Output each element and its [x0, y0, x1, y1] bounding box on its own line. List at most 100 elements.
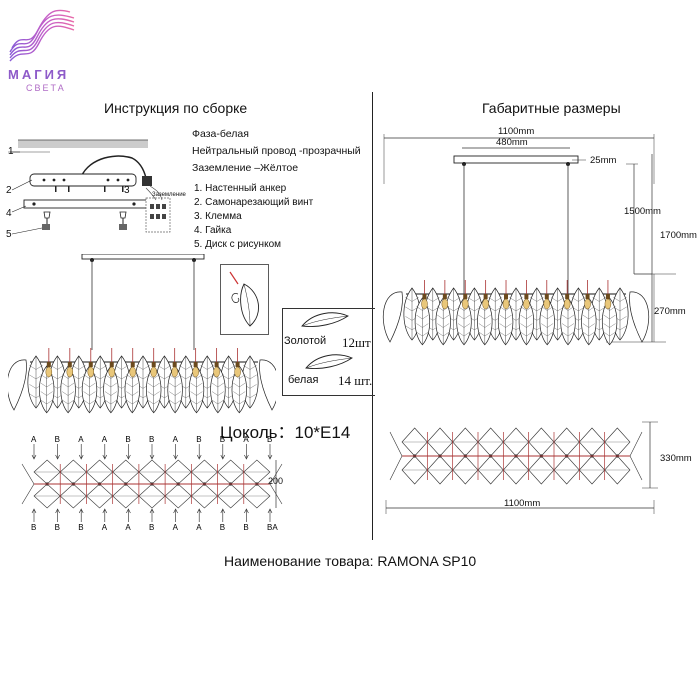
leaf-type-label-bottom: B: [55, 523, 60, 532]
end-leaf: [629, 291, 650, 343]
crystal-leaves: [8, 355, 276, 414]
leaf-type-label-bottom: A: [196, 523, 202, 532]
top-view-width: 200: [268, 476, 284, 486]
brand-logo: МАГИЯ СВЕТА: [4, 4, 80, 94]
crystal-leaf: [124, 365, 140, 414]
bulb-icon: [45, 362, 53, 378]
leaf-type-label-top: B: [196, 435, 201, 444]
product-name: Наименование товара: RAMONA SP10: [224, 553, 477, 569]
parts-item: 5. Диск с рисунком: [194, 239, 282, 250]
end-leaf: [382, 291, 403, 343]
bulbs: [421, 280, 612, 310]
leaf-type-label-top: A: [78, 435, 84, 444]
crystal-leaf: [581, 297, 597, 346]
leaf-type-label-top: B: [220, 435, 225, 444]
wire-ground-label: Заземление –Жёлтое: [192, 162, 299, 174]
white-leaf-icon: [305, 354, 353, 369]
dim-cable: 1500mm: [624, 206, 661, 217]
dim-canopy: 25mm: [590, 155, 617, 166]
bulb-icon: [502, 294, 510, 310]
leaf-type-label-top: A: [31, 435, 37, 444]
crystal-leaf: [81, 365, 98, 414]
leaf-type-label-top: A: [173, 435, 179, 444]
bulb-icon: [461, 294, 469, 310]
crystal-leaf: [210, 365, 226, 414]
white-leaf-label: белая: [288, 374, 319, 386]
parts-item: 4. Гайка: [194, 225, 232, 236]
bulb-icon: [523, 294, 530, 310]
dim-bottom-width: 1100mm: [504, 498, 541, 509]
bulb-icon: [563, 294, 571, 310]
crystal-leaf: [601, 297, 618, 346]
mounting-diagram: [8, 139, 171, 235]
socket-spec: Цоколь：10*E14: [220, 423, 351, 442]
logo-name: МАГИЯ: [8, 67, 70, 82]
crystal-leaves: [382, 287, 650, 346]
callout-4: 4: [6, 208, 12, 219]
parts-item: 3. Клемма: [194, 211, 242, 222]
parts-item: 2. Самонарезающий винт: [194, 197, 314, 208]
crystal-leaf: [497, 297, 514, 346]
crystal-leaf: [560, 297, 576, 346]
bulb-icon: [584, 294, 591, 310]
leaf-type-label-bottom: B: [31, 523, 36, 532]
leaf-type-label-top: A: [102, 435, 108, 444]
callout-1: 1: [8, 146, 14, 157]
leaf-type-label-top: B: [55, 435, 60, 444]
bulb-icon: [171, 362, 178, 378]
dim-rail-spacing: 480mm: [496, 137, 528, 148]
leaf-type-label-top: A: [243, 435, 249, 444]
bulb-icon: [482, 294, 489, 310]
assembly-title: Инструкция по сборке: [104, 100, 248, 116]
crystal-leaf: [539, 297, 555, 346]
bulb-icon: [213, 362, 220, 378]
callout-3: 3: [124, 185, 130, 196]
bulb-icon: [87, 362, 95, 378]
leaf-type-label-bottom: A: [102, 523, 108, 532]
leaf-type-label-bottom: B: [220, 523, 225, 532]
crystal-leaf: [456, 297, 472, 346]
parts-list: 1. Настенный анкер 2. Самонарезающий вин…: [194, 182, 313, 252]
bulbs: [45, 348, 241, 378]
leaf-type-label-bottom: B: [243, 523, 248, 532]
crystal-leaf: [477, 297, 493, 346]
callout-2: 2: [6, 185, 12, 196]
wire-neutral-label: Нейтральный провод -прозрачный: [192, 145, 361, 157]
bulb-icon: [66, 362, 74, 378]
bulb-icon: [234, 362, 241, 378]
dim-total-height: 1700mm: [660, 230, 697, 241]
logo-wave-icon: [9, 9, 75, 62]
leaf-type-label-bottom: BA: [267, 523, 278, 532]
callout-5: 5: [6, 229, 12, 240]
leaf-type-label-bottom: A: [173, 523, 179, 532]
wire-phase-label: Фаза-белая: [192, 128, 249, 140]
column-divider: [372, 92, 373, 540]
leaf-type-label-bottom: A: [125, 523, 131, 532]
bulb-icon: [604, 294, 612, 310]
ground-box-label: Заземление: [152, 192, 186, 198]
parts-item: 1. Настенный анкер: [194, 183, 287, 194]
bulb-icon: [150, 362, 157, 378]
white-leaf-count: 14 шт.: [338, 373, 373, 388]
leaf-type-label-top: B: [149, 435, 154, 444]
crystal-leaf: [188, 365, 205, 414]
leaf-types-box: [282, 308, 375, 396]
leaf-detail-inset: [220, 264, 269, 335]
dimensions-title: Габаритные размеры: [482, 100, 621, 116]
gold-leaf-label: Золотой: [284, 335, 327, 347]
gold-leaf-count: 12шт: [342, 335, 371, 350]
gold-leaf-icon: [301, 312, 349, 327]
logo-subname: СВЕТА: [26, 83, 66, 93]
crystal-leaf: [146, 365, 162, 414]
end-leaf: [8, 359, 27, 411]
bulb-icon: [108, 362, 116, 378]
crystal-leaf: [435, 297, 451, 346]
bulb-icon: [192, 362, 199, 378]
chandelier-front-view: [8, 254, 276, 414]
dim-overall-width: 1100mm: [498, 126, 535, 137]
bulb-icon: [543, 294, 551, 310]
bulb-icon: [441, 294, 449, 310]
dimension-drawing: [382, 134, 676, 514]
leaf-type-label-top: B: [125, 435, 130, 444]
